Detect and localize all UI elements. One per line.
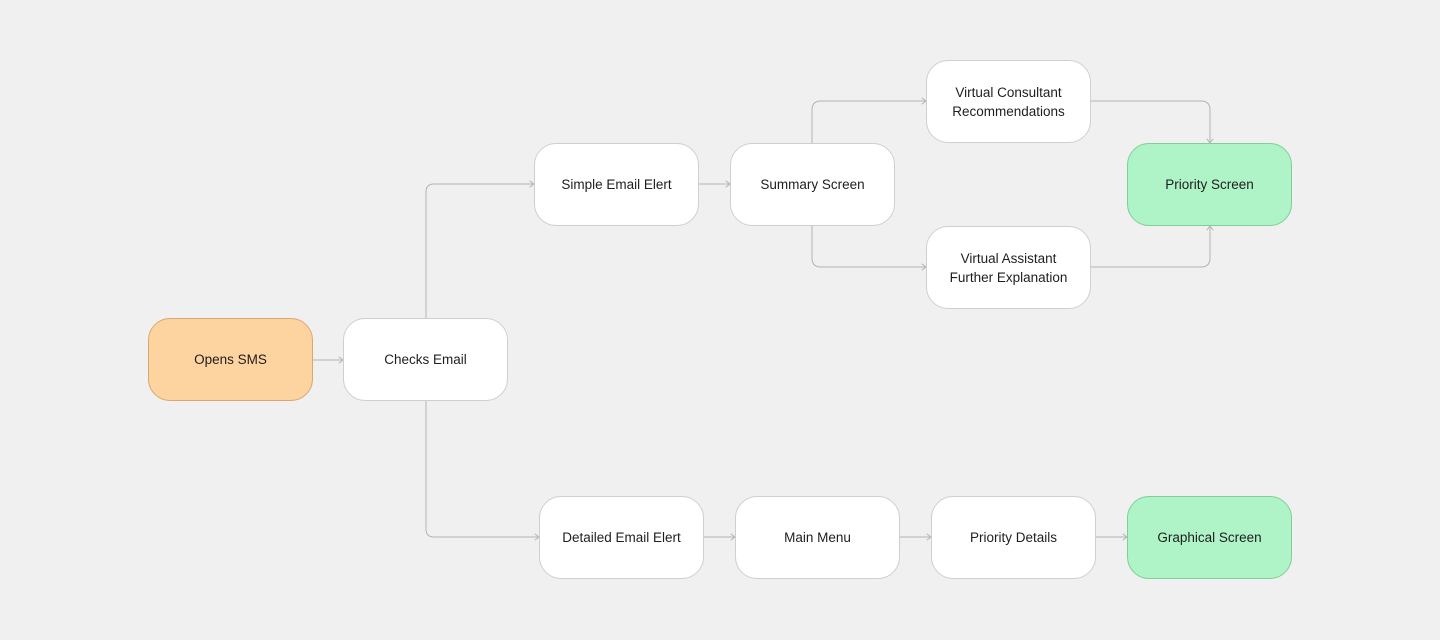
connector-checks-email-to-simple-email-alert — [425, 183, 534, 318]
node-priority-screen[interactable]: Priority Screen — [1127, 143, 1292, 226]
node-summary-screen[interactable]: Summary Screen — [730, 143, 895, 226]
node-checks-email[interactable]: Checks Email — [343, 318, 508, 401]
connector-summary-screen-to-virtual-assistant — [811, 226, 926, 268]
connector-virtual-assistant-to-priority-screen — [1091, 226, 1211, 268]
connector-virtual-consultant-to-priority-screen — [1091, 100, 1211, 143]
arrowhead-priority-screen-bottom — [1206, 225, 1214, 231]
node-opens-sms[interactable]: Opens SMS — [148, 318, 313, 401]
node-main-menu[interactable]: Main Menu — [735, 496, 900, 579]
node-priority-details[interactable]: Priority Details — [931, 496, 1096, 579]
node-graphical-screen[interactable]: Graphical Screen — [1127, 496, 1292, 579]
node-simple-email-alert[interactable]: Simple Email Elert — [534, 143, 699, 226]
node-virtual-consultant[interactable]: Virtual Consultant Recommendations — [926, 60, 1091, 143]
node-detailed-email-alert[interactable]: Detailed Email Elert — [539, 496, 704, 579]
connector-summary-screen-to-virtual-consultant — [811, 100, 926, 143]
connector-checks-email-to-detailed-email-alert — [425, 401, 539, 538]
node-virtual-assistant[interactable]: Virtual Assistant Further Explanation — [926, 226, 1091, 309]
